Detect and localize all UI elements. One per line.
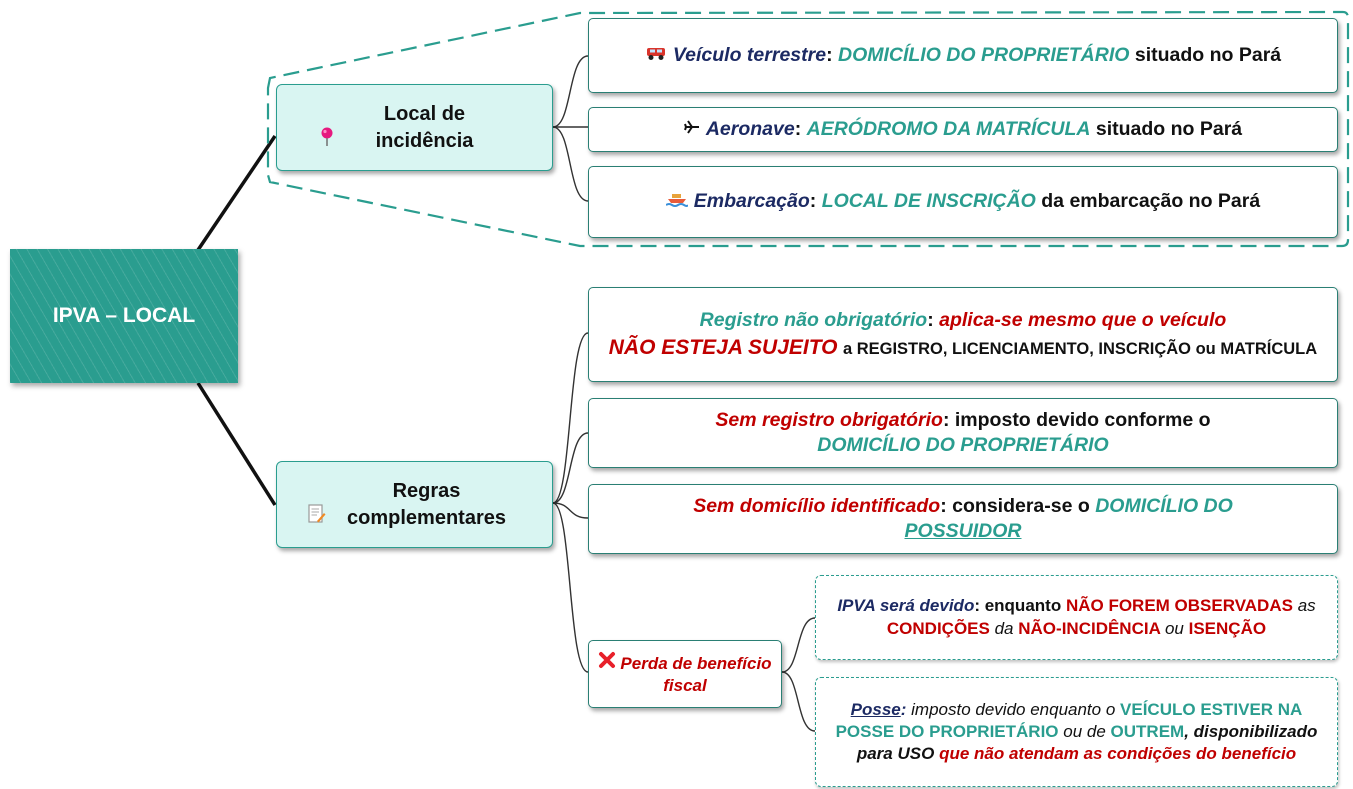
ipva-t2: : enquanto [974, 596, 1062, 616]
posse-t7: , disponibilizado para USO [856, 721, 1318, 764]
registro-nao-obrigatorio-node[interactable]: Registro não obrigatório: aplica-se mesm… [588, 287, 1338, 382]
local-de-incidencia-node[interactable]: Local de incidência [276, 84, 553, 171]
posse-t1: Posse [850, 699, 901, 719]
regras-complementares-node[interactable]: Regras complementares [276, 461, 553, 548]
pushpin-icon [320, 127, 334, 155]
ipva-t9: ISENÇÃO [1188, 618, 1267, 638]
boat-icon [665, 189, 689, 214]
colon: : [942, 408, 950, 431]
colon: : [927, 309, 934, 332]
regras-label: Regras complementares [347, 479, 506, 529]
posse-t5: ou de [1063, 721, 1106, 741]
colon: : [794, 117, 802, 140]
sem-domicilio-value2: POSSUIDOR [904, 520, 1022, 542]
memo-icon [307, 503, 326, 532]
ipva-t7: NÃO-INCIDÊNCIA [1018, 618, 1161, 638]
ipva-t8: ou [1164, 618, 1184, 638]
ipva-t5: CONDIÇÕES [886, 618, 990, 638]
veiculo-terrestre-node[interactable]: Veículo terrestre: DOMICÍLIO DO PROPRIET… [588, 18, 1338, 93]
embarcacao-value: LOCAL DE INSCRIÇÃO [821, 190, 1036, 213]
embarcacao-node[interactable]: Embarcação: LOCAL DE INSCRIÇÃO da embarc… [588, 166, 1338, 238]
veiculo-term: Veículo terrestre [672, 43, 827, 66]
ipva-t1: IPVA será devido [837, 596, 975, 616]
posse-node[interactable]: Posse: imposto devido enquanto o VEÍCULO… [815, 677, 1338, 787]
colon: : [809, 190, 817, 213]
perda-label: Perda de benefício fiscal [620, 653, 772, 695]
cross-mark-icon [598, 651, 616, 675]
root-node[interactable]: IPVA – LOCAL [10, 249, 238, 383]
embarcacao-rest: da embarcação no Pará [1041, 190, 1261, 213]
registro-red: aplica-se mesmo que o veículo [939, 309, 1227, 332]
colon: : [940, 494, 947, 517]
embarcacao-term: Embarcação [693, 190, 810, 213]
aeronave-term: Aeronave [705, 117, 795, 140]
registro-red-big: NÃO ESTEJA SUJEITO [608, 335, 838, 359]
airplane-icon [683, 117, 700, 142]
sem-registro-plain: imposto devido conforme o [954, 408, 1211, 431]
root-label: IPVA – LOCAL [52, 304, 196, 327]
sem-domicilio-value1: DOMICÍLIO DO [1095, 494, 1233, 517]
sem-registro-term: Sem registro obrigatório [715, 408, 943, 431]
aeronave-node[interactable]: Aeronave: AERÓDROMO DA MATRÍCULA situado… [588, 107, 1338, 152]
sem-domicilio-term: Sem domicílio identificado [693, 494, 941, 517]
veiculo-rest: situado no Pará [1134, 43, 1282, 66]
posse-t4: VEÍCULO ESTIVER NA POSSE DO PROPRIETÁRIO [835, 699, 1303, 741]
posse-t3: imposto devido enquanto o [911, 699, 1116, 719]
posse-t8: que não atendam as condições do benefíci… [939, 744, 1297, 764]
ipva-t6: da [994, 618, 1014, 638]
ipva-t4: as [1297, 596, 1316, 616]
colon: : [826, 43, 833, 66]
car-icon [645, 43, 667, 68]
registro-term: Registro não obrigatório [699, 309, 928, 332]
posse-t2: : [900, 699, 907, 719]
perda-de-beneficio-node[interactable]: Perda de benefício fiscal [588, 640, 782, 708]
ipva-sera-devido-node[interactable]: IPVA será devido: enquanto NÃO FOREM OBS… [815, 575, 1338, 660]
sem-domicilio-plain: considera-se o [952, 494, 1090, 517]
sem-registro-obrigatorio-node[interactable]: Sem registro obrigatório: imposto devido… [588, 398, 1338, 468]
sem-registro-value: DOMICÍLIO DO PROPRIETÁRIO [817, 434, 1109, 456]
posse-t6: OUTREM [1110, 721, 1185, 741]
ipva-t3: NÃO FOREM OBSERVADAS [1065, 596, 1293, 616]
registro-small: a REGISTRO, LICENCIAMENTO, INSCRIÇÃO ou … [842, 339, 1318, 358]
sem-domicilio-node[interactable]: Sem domicílio identificado: considera-se… [588, 484, 1338, 554]
aeronave-rest: situado no Pará [1095, 117, 1243, 140]
local-label: Local de incidência [375, 102, 474, 152]
aeronave-value: AERÓDROMO DA MATRÍCULA [806, 117, 1091, 140]
veiculo-value: DOMICÍLIO DO PROPRIETÁRIO [837, 43, 1130, 66]
